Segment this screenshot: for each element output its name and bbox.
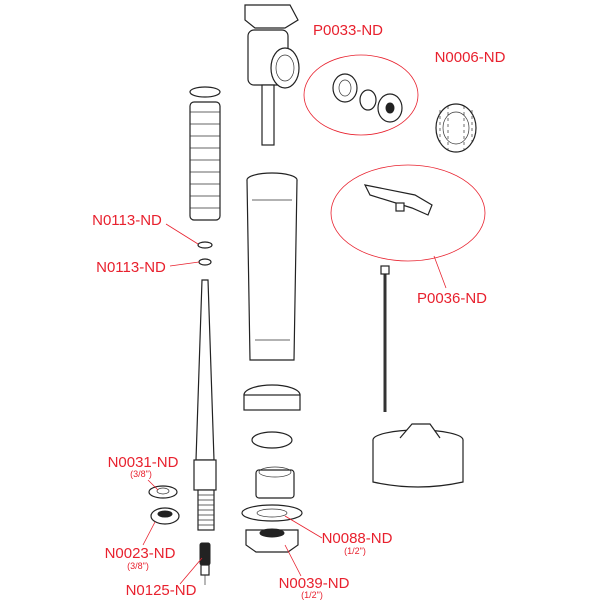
float-part (372, 265, 464, 488)
p0033-group-outline (303, 54, 419, 136)
riser-rod-part (193, 279, 217, 531)
svg-text:N0031-ND: N0031-ND (108, 454, 179, 471)
svg-text:P0036-ND: P0036-ND (417, 290, 487, 307)
label-n0023: N0023-ND (3/8") (105, 521, 176, 571)
label-n0088: N0088-ND (1/2") (284, 515, 393, 556)
svg-text:(3/8"): (3/8") (130, 469, 152, 479)
svg-text:N0113-ND: N0113-ND (92, 212, 162, 229)
label-n0039: N0039-ND (1/2") (279, 544, 350, 600)
label-n0006: N0006-ND (435, 49, 506, 66)
label-n0113-lower: N0113-ND (96, 259, 200, 276)
p0036-parts (363, 184, 433, 216)
label-p0036: P0036-ND (417, 255, 487, 307)
label-n0125: N0125-ND (126, 557, 203, 599)
float-tube-part (241, 172, 303, 553)
svg-text:(3/8"): (3/8") (127, 561, 149, 571)
svg-text:N0006-ND: N0006-ND (435, 49, 506, 66)
label-n0113-upper: N0113-ND (92, 212, 199, 245)
svg-text:P0033-ND: P0033-ND (313, 22, 383, 39)
svg-text:N0023-ND: N0023-ND (105, 545, 176, 562)
n0031-n0023-parts (148, 485, 180, 525)
svg-text:(1/2"): (1/2") (301, 590, 323, 600)
n0125-part (199, 542, 211, 585)
svg-text:N0113-ND: N0113-ND (96, 259, 166, 276)
label-n0031: N0031-ND (3/8") (108, 454, 179, 491)
valve-head-part (244, 4, 300, 146)
label-p0033: P0033-ND (313, 22, 383, 39)
p0033-parts (332, 73, 403, 123)
svg-text:N0088-ND: N0088-ND (322, 530, 393, 547)
svg-text:(1/2"): (1/2") (344, 546, 366, 556)
n0006-nut-part (435, 103, 477, 153)
p0036-group-outline (330, 164, 486, 262)
filter-screen-part (189, 86, 221, 266)
svg-text:N0125-ND: N0125-ND (126, 582, 197, 599)
svg-text:N0039-ND: N0039-ND (279, 575, 350, 592)
